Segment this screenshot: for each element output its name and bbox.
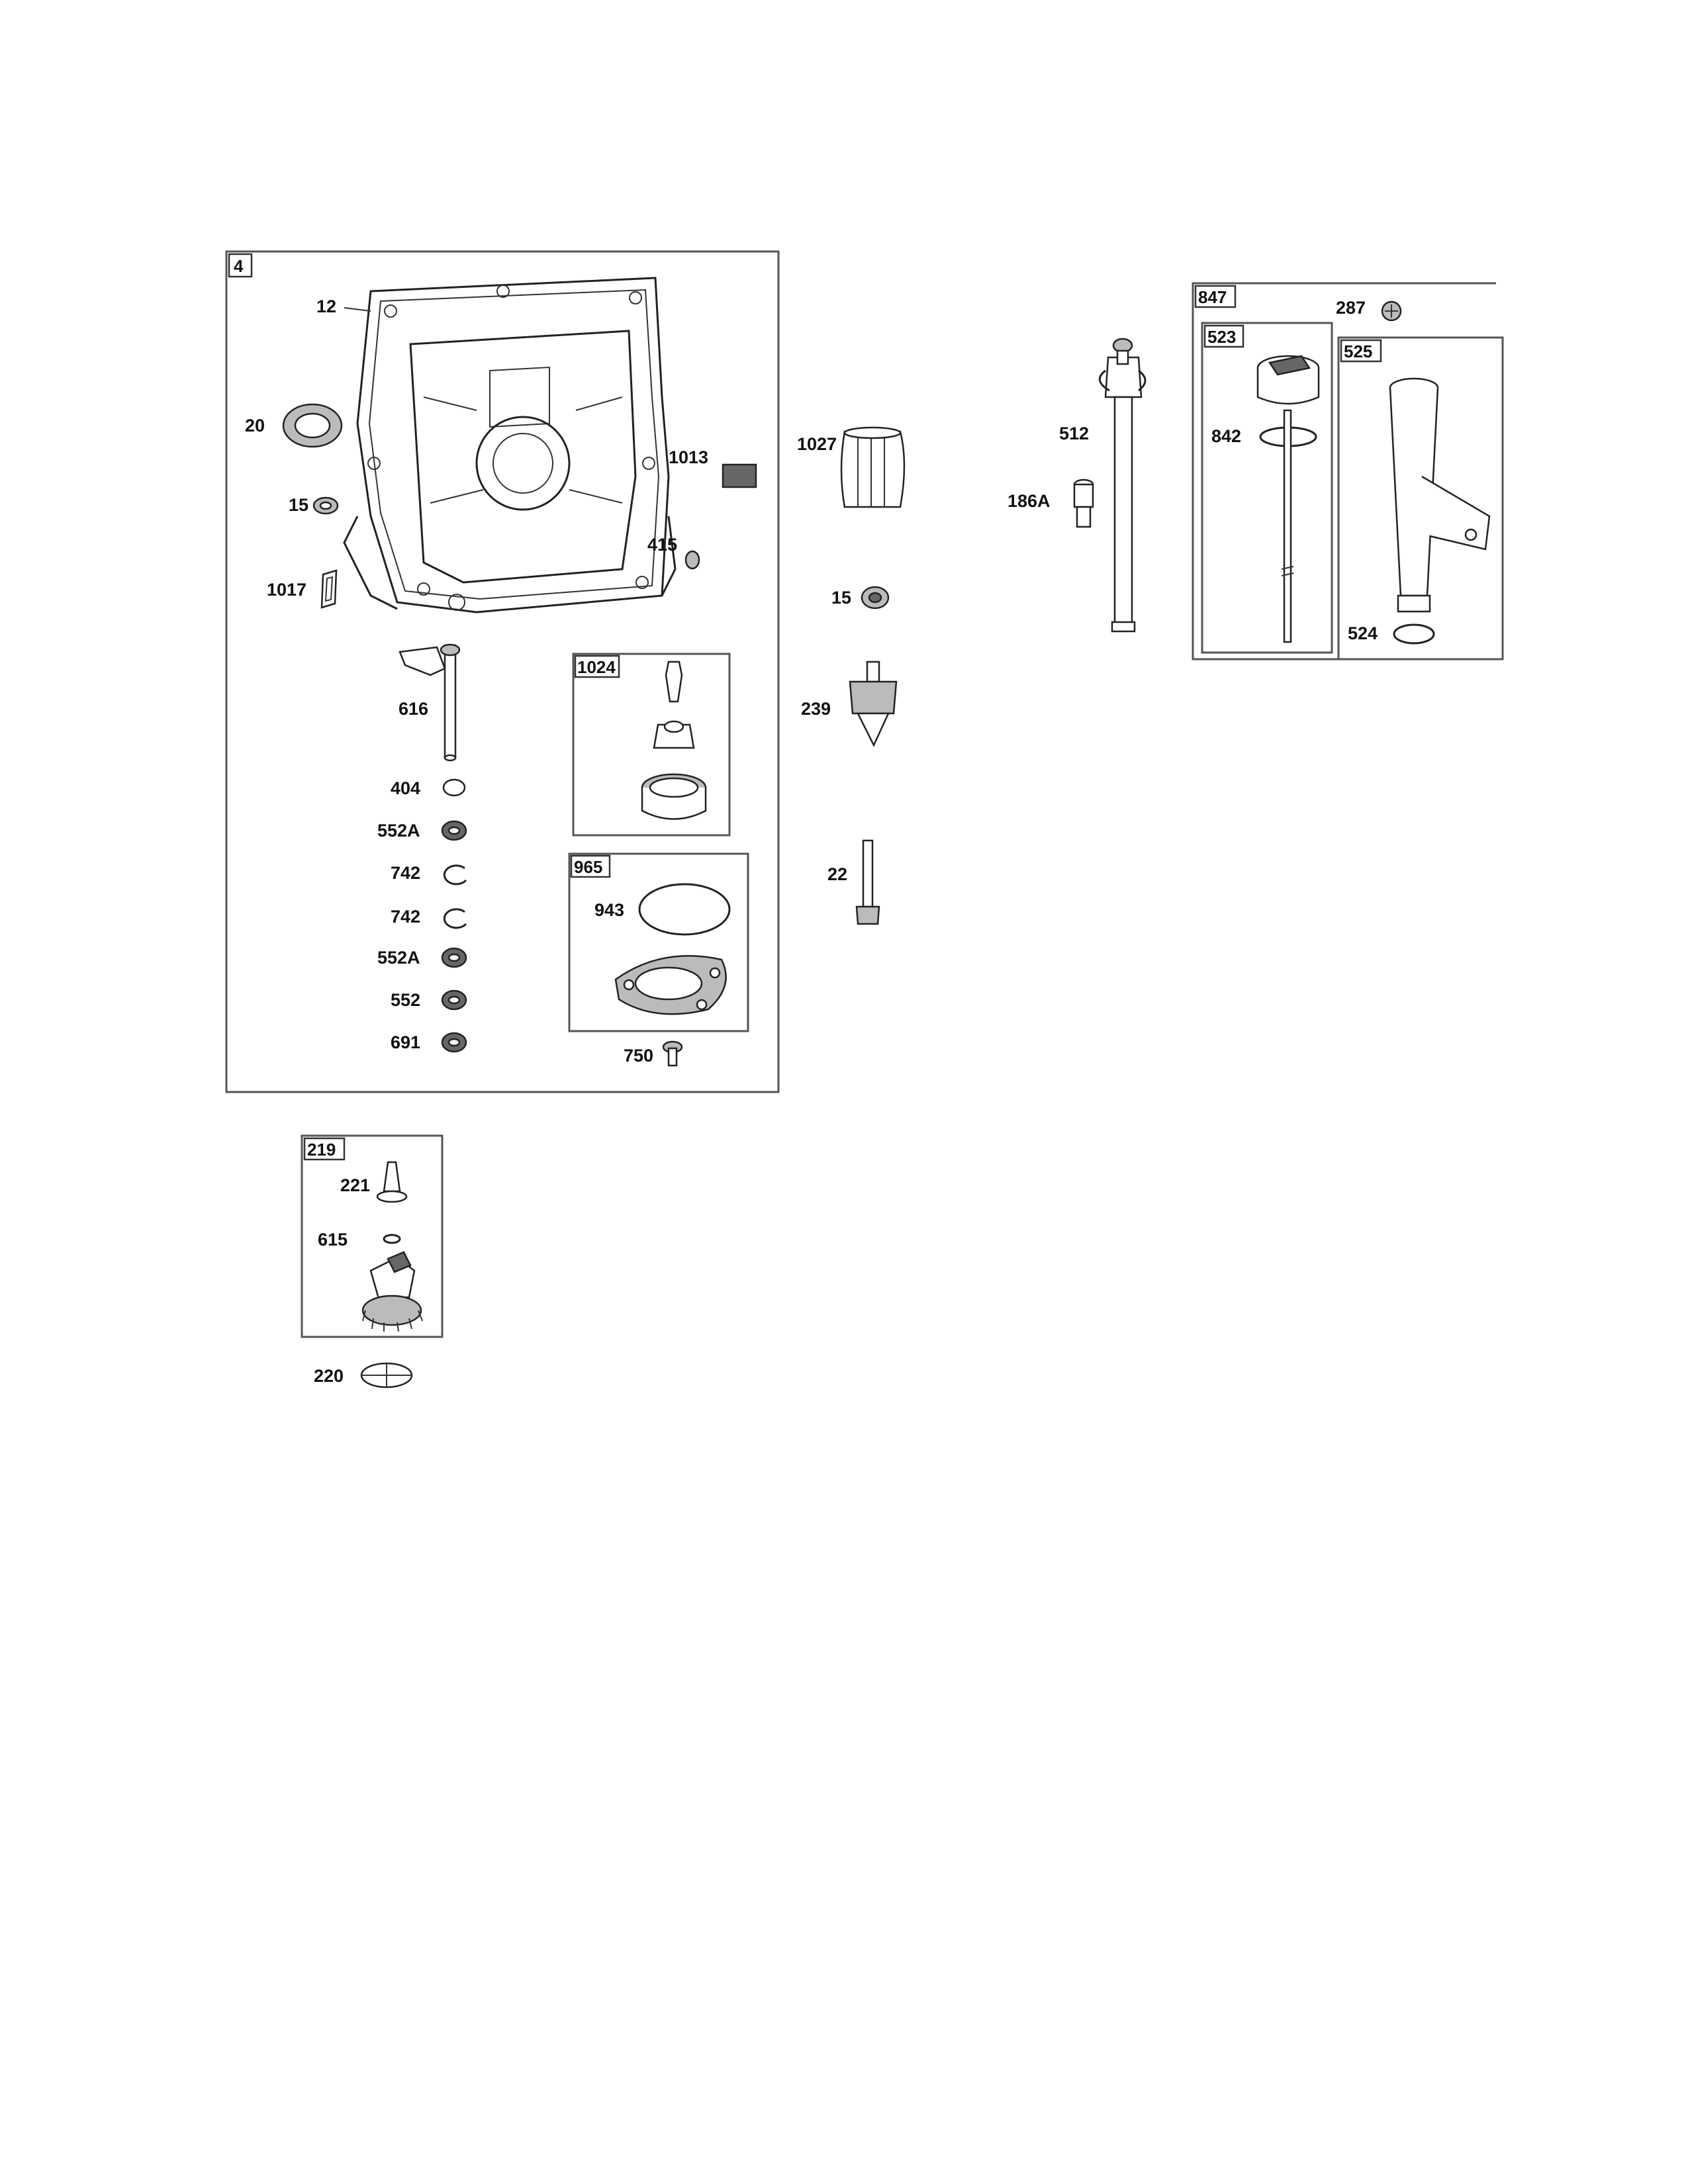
assembly-group-219: 219 221 615 [301,1134,444,1338]
oil-filter-illustration [840,426,906,508]
part-number-524: 524 [1348,623,1378,643]
fill-tube-illustration [1389,377,1491,613]
governor-shaft-illustration [399,643,461,762]
assembly-frame-523 [1201,322,1333,654]
assembly-frame-219 [301,1134,444,1338]
assembly-number-965: 965 [574,857,602,877]
assembly-tag-525 [1340,339,1382,363]
assembly-group-1024: 1024 [572,653,731,837]
washer-552a-lower-illustration [441,947,467,968]
assembly-tag-523 [1203,324,1244,348]
adapter-15-illustration [861,586,890,610]
assembly-tag-1024 [574,655,620,678]
assembly-group-4: 4 12 20 15 [225,250,780,1093]
dipstick-cap-illustration [1256,355,1320,643]
assembly-group-965: 965 943 [568,852,749,1032]
part-number-742-upper: 742 [391,863,420,883]
part-number-287: 287 [1336,298,1366,318]
assembly-number-523: 523 [1207,327,1236,347]
bolt-22-illustration [855,839,880,925]
oil-pickup-illustration [641,660,707,820]
filter-element-illustration [722,463,757,488]
assembly-group-525: 525 524 [1337,336,1504,660]
assembly-frame-525 [1337,336,1504,660]
part-number-15-right: 15 [831,588,851,608]
part-number-220: 220 [314,1366,344,1386]
retaining-ring-742-lower-illustration [443,908,467,929]
assembly-group-847: 847 287 523 842 525 [1192,282,1504,660]
part-number-616: 616 [399,699,428,719]
assembly-frame-4 [225,250,780,1093]
assembly-frame-1024 [572,653,731,837]
part-number-615: 615 [318,1230,348,1250]
part-number-186a: 186A [1008,491,1051,511]
screw-750-illustration [662,1040,683,1067]
dipstick-tube-illustration [1098,338,1147,633]
oil-pressure-switch-illustration [849,660,898,747]
assembly-number-525: 525 [1344,341,1372,361]
part-number-552: 552 [391,990,420,1010]
assembly-group-523: 523 842 [1201,322,1333,654]
part-number-415: 415 [647,535,677,555]
assembly-frame-965 [568,852,749,1032]
part-number-221: 221 [340,1175,370,1195]
washer-691-illustration [441,1032,467,1053]
washer-552a-upper-illustration [441,820,467,841]
part-number-943: 943 [594,900,624,920]
assembly-number-219: 219 [307,1140,336,1160]
part-number-742-lower: 742 [391,907,420,927]
part-number-552a-lower: 552A [377,948,420,968]
fitting-186a-illustration [1073,478,1094,528]
part-number-15-left: 15 [289,495,308,515]
washer-615-illustration [383,1234,401,1244]
dowel-pin-illustration [312,496,339,515]
part-number-842: 842 [1211,426,1241,446]
part-number-22: 22 [827,864,847,884]
pump-cover-illustration [614,955,727,1015]
part-number-1017: 1017 [267,580,306,600]
part-number-750: 750 [624,1046,653,1066]
part-number-552a-upper: 552A [377,821,420,841]
plug-illustration [684,550,700,570]
part-number-404: 404 [391,778,420,798]
assembly-tag-4 [228,253,253,278]
assembly-number-1024: 1024 [577,657,616,677]
assembly-tag-219 [303,1137,346,1161]
governor-gear-illustration [361,1251,423,1332]
part-number-20: 20 [245,416,265,435]
part-number-12: 12 [316,296,336,316]
thrust-washer-220-illustration [360,1362,413,1388]
crankcase-cover-illustration [343,277,677,614]
washer-404-illustration [442,778,466,797]
part-number-1013: 1013 [669,447,708,467]
washer-552-illustration [441,989,467,1011]
o-ring-943-illustration [638,883,731,936]
assembly-tag-965 [570,854,611,878]
breather-plate-illustration [320,569,338,609]
part-number-239: 239 [801,699,831,719]
o-ring-524-illustration [1393,623,1435,645]
part-number-1027: 1027 [797,434,837,454]
assembly-tag-847 [1194,285,1237,308]
part-number-512: 512 [1059,424,1089,443]
oil-seal-illustration [282,403,343,448]
part-number-691: 691 [391,1032,420,1052]
screw-287-illustration [1381,300,1402,322]
governor-spool-illustration [376,1161,408,1203]
retaining-ring-742-upper-illustration [443,864,467,886]
assembly-number-847: 847 [1198,287,1227,307]
assembly-number-4: 4 [234,256,244,276]
